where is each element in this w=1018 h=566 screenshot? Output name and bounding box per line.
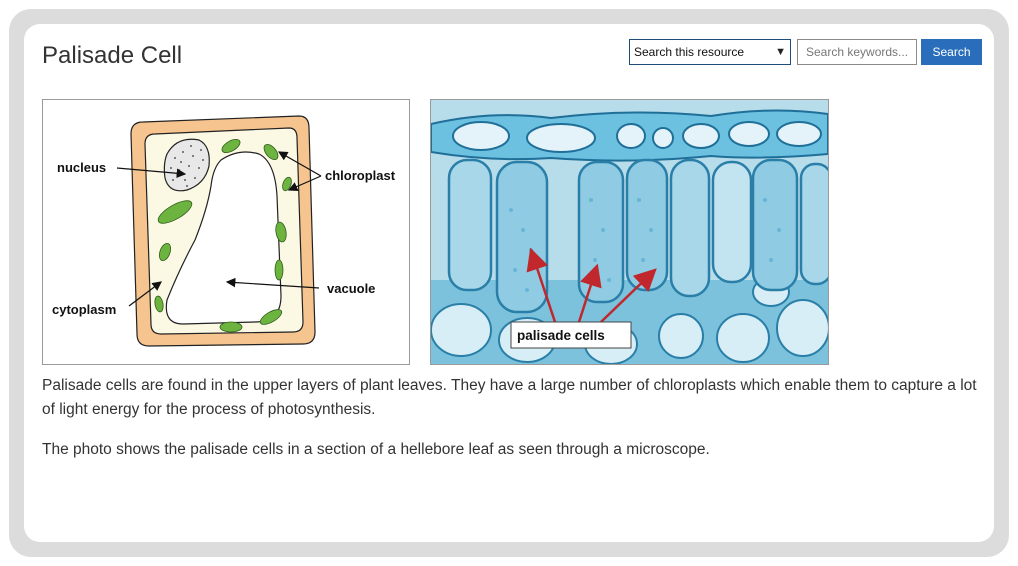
label-palisade-cells: palisade cells	[517, 328, 605, 343]
chloroplast-dots	[509, 198, 781, 292]
page-title: Palisade Cell	[42, 42, 183, 69]
nucleus	[163, 138, 210, 192]
description-paragraph-1: Palisade cells are found in the upper la…	[42, 377, 977, 418]
vacuole	[165, 151, 282, 325]
description-paragraph-2: The photo shows the palisade cells in a …	[42, 441, 710, 458]
label-arrows	[116, 151, 322, 307]
label-vacuole: vacuole	[327, 281, 375, 296]
label-cytoplasm: cytoplasm	[52, 302, 116, 317]
micrograph-svg: palisade cells	[431, 100, 828, 364]
epidermis-cells	[452, 121, 822, 153]
red-arrows	[526, 247, 657, 323]
plant-cell-diagram: nucleus chloroplast vacuole cytoplasm	[42, 99, 410, 365]
micrograph-photo: palisade cells	[430, 99, 829, 365]
search-input[interactable]	[797, 39, 917, 65]
chevron-down-icon: ▼	[775, 46, 786, 58]
search-button[interactable]: Search	[921, 39, 982, 65]
plant-cell-diagram-svg: nucleus chloroplast vacuole cytoplasm	[52, 115, 396, 347]
palisade-cells-shapes	[447, 158, 828, 314]
label-nucleus: nucleus	[57, 160, 106, 175]
search-scope-value: Search this resource	[634, 45, 745, 59]
photo-label-box	[510, 321, 632, 349]
search-scope-select[interactable]: Search this resource ▼	[629, 39, 791, 65]
label-chloroplast: chloroplast	[325, 168, 396, 183]
chloroplasts	[154, 138, 292, 333]
